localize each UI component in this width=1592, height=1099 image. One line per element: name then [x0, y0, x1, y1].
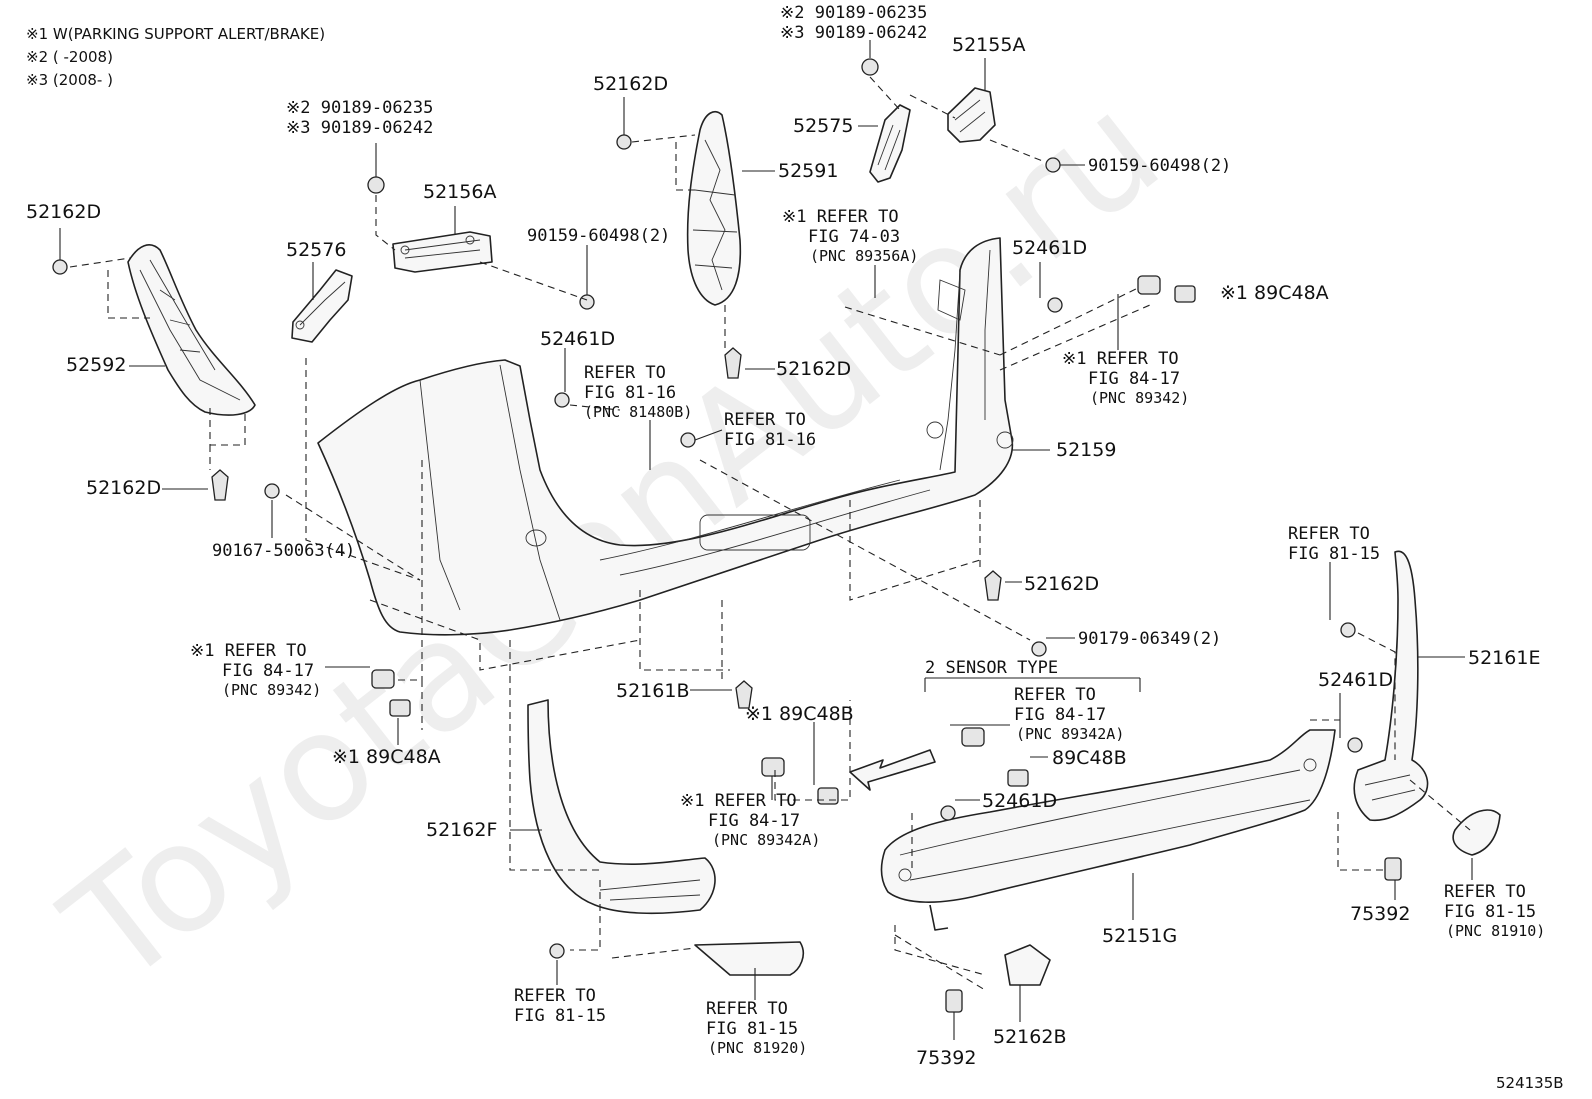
label-75392-b: 75392	[1350, 903, 1410, 925]
extension-52162F	[527, 699, 716, 915]
ref-84-17c-line2: FIG 84-17	[708, 811, 800, 831]
ref-74-03-line2: FIG 74-03	[808, 227, 900, 247]
bracket-52591	[686, 111, 742, 306]
ref-81-15b-line1: REFER TO	[1444, 882, 1526, 902]
label-bolt-06242-b: ※3 90189-06242	[286, 118, 433, 138]
ref-81-15d-line2: FIG 81-15	[706, 1019, 798, 1039]
ref-84-17d-line1: REFER TO	[1014, 685, 1096, 705]
label-89C48A-a: ※1 89C48A	[1220, 282, 1329, 304]
bumper-cover-52159	[317, 237, 1014, 636]
label-52162D-c: 52162D	[776, 358, 851, 380]
ref-81-16b-line2: FIG 81-16	[724, 430, 816, 450]
label-52162D-a: 52162D	[26, 201, 101, 223]
ref-84-17d-line2: FIG 84-17	[1014, 705, 1106, 725]
ref-81-15c-line1: REFER TO	[514, 986, 596, 1006]
reflector-81920	[694, 941, 805, 976]
label-52162B: 52162B	[993, 1026, 1066, 1048]
ref-74-03-line3: (PNC 89356A)	[810, 247, 918, 265]
label-52592: 52592	[66, 354, 126, 376]
label-52461D-d: 52461D	[982, 790, 1057, 812]
clip-75392-b	[1384, 857, 1402, 881]
label-nut-06349: 90179-06349(2)	[1078, 629, 1221, 649]
label-screw-60498-a: 90159-60498(2)	[1088, 156, 1231, 176]
label-75392-a: 75392	[916, 1047, 976, 1069]
leader-lines	[59, 40, 1473, 1040]
bracket-52592	[127, 244, 256, 416]
label-52461D-c: 52461D	[1318, 669, 1393, 691]
ref-84-17a-line2: FIG 84-17	[1088, 369, 1180, 389]
bracket-52576	[291, 269, 353, 343]
ref-84-17b-line3: (PNC 89342)	[222, 681, 321, 699]
note-3: ※3 (2008- )	[26, 71, 113, 89]
extension-52161E	[1353, 550, 1429, 822]
label-52576: 52576	[286, 239, 346, 261]
label-52161B: 52161B	[616, 680, 689, 702]
ref-81-15c-line2: FIG 81-15	[514, 1006, 606, 1026]
note-2: ※2 ( -2008)	[26, 48, 113, 66]
ref-84-17b-line2: FIG 84-17	[222, 661, 314, 681]
reference-notes: ※1 REFER TO FIG 74-03 (PNC 89356A) REFER…	[190, 207, 1545, 1057]
retainer-52155A	[947, 87, 996, 143]
label-89C48B-b: 89C48B	[1052, 747, 1127, 769]
label-52162D-d: 52162D	[86, 477, 161, 499]
ref-84-17a-line3: (PNC 89342)	[1090, 389, 1189, 407]
ref-84-17a-line1: ※1 REFER TO	[1062, 349, 1179, 369]
assembly-lines	[69, 76, 1471, 991]
label-89C48A-b: ※1 89C48A	[332, 746, 441, 768]
label-89C48B-a: ※1 89C48B	[745, 703, 854, 725]
label-52155A: 52155A	[952, 34, 1025, 56]
label-screw-60498-b: 90159-60498(2)	[527, 226, 670, 246]
ref-81-15b-line2: FIG 81-15	[1444, 902, 1536, 922]
figure-id: 524135B	[1496, 1074, 1564, 1092]
ref-84-17c-line1: ※1 REFER TO	[680, 791, 797, 811]
fasteners	[52, 58, 1363, 959]
ref-84-17b-line1: ※1 REFER TO	[190, 641, 307, 661]
ref-81-15d-line1: REFER TO	[706, 999, 788, 1019]
ref-74-03-line1: ※1 REFER TO	[782, 207, 899, 227]
label-52156A: 52156A	[423, 181, 496, 203]
note-1: ※1 W(PARKING SUPPORT ALERT/BRAKE)	[26, 25, 325, 43]
label-bolt-06235-a: ※2 90189-06235	[780, 3, 927, 23]
ref-81-16a-line2: FIG 81-16	[584, 383, 676, 403]
label-sensor-type: 2 SENSOR TYPE	[925, 658, 1058, 678]
retainer-52156A	[392, 231, 493, 273]
label-52151G: 52151G	[1102, 925, 1177, 947]
footnotes: ※1 W(PARKING SUPPORT ALERT/BRAKE) ※2 ( -…	[26, 25, 325, 89]
clip-75392-a	[945, 989, 963, 1013]
sensor-group	[371, 275, 1196, 805]
label-52461D-b: 52461D	[540, 328, 615, 350]
reflector-81910	[1452, 809, 1501, 856]
ref-81-15b-line3: (PNC 81910)	[1446, 922, 1545, 940]
cap-52162B	[1004, 944, 1051, 986]
label-52162F: 52162F	[426, 819, 497, 841]
label-52162D-e: 52162D	[1024, 573, 1099, 595]
label-52162D-b: 52162D	[593, 73, 668, 95]
step-pad-52151G	[880, 729, 1336, 931]
label-52461D-a: 52461D	[1012, 237, 1087, 259]
part-labels: 52162D 52162D 52162D 52162D 52162D 52592…	[26, 3, 1540, 1069]
label-52159: 52159	[1056, 439, 1116, 461]
direction-arrow	[849, 749, 936, 791]
ref-84-17d-line3: (PNC 89342A)	[1016, 725, 1124, 743]
bracket-52575	[869, 104, 911, 183]
ref-81-16a-line3: (PNC 81480B)	[584, 403, 692, 421]
ref-81-15a-line1: REFER TO	[1288, 524, 1370, 544]
label-52591: 52591	[778, 160, 838, 182]
ref-81-16b-line1: REFER TO	[724, 410, 806, 430]
ref-84-17c-line3: (PNC 89342A)	[712, 831, 820, 849]
ref-81-15d-line3: (PNC 81920)	[708, 1039, 807, 1057]
label-bolt-50063: 90167-50063(4)	[212, 541, 355, 561]
label-bolt-06235-b: ※2 90189-06235	[286, 98, 433, 118]
label-52575: 52575	[793, 115, 853, 137]
label-52161E: 52161E	[1468, 647, 1540, 669]
ref-81-16a-line1: REFER TO	[584, 363, 666, 383]
ref-81-15a-line2: FIG 81-15	[1288, 544, 1380, 564]
label-bolt-06242-a: ※3 90189-06242	[780, 23, 927, 43]
